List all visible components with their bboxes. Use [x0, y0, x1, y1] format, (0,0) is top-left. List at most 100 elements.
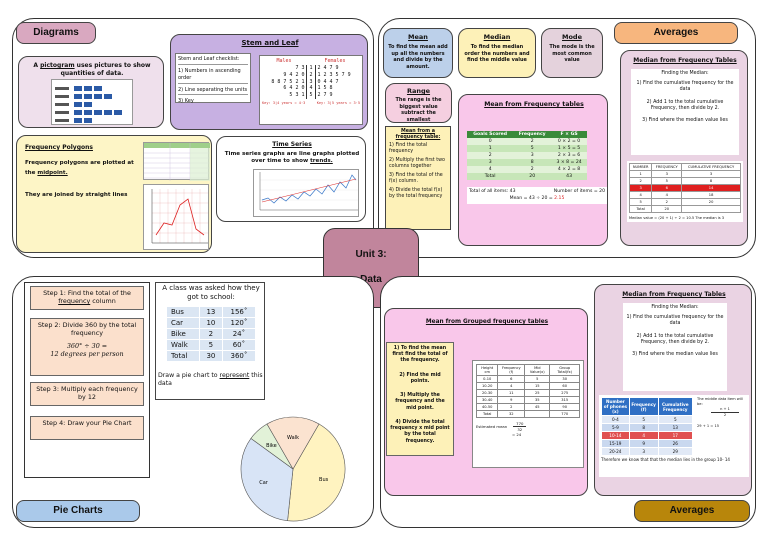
table-cell [524, 410, 551, 418]
frequency-table-thumb [144, 143, 210, 181]
table-cell: 2 [513, 166, 552, 173]
column-header: Frequency (f) [628, 397, 659, 416]
table-cell: 5 [198, 339, 223, 351]
total-goals: Total of all items: 43 [469, 189, 516, 194]
est-numerator: 770 [513, 421, 527, 427]
table-cell: 4 × 2 = 8 [551, 166, 587, 173]
checklist-title: Stem and Leaf checklist: [178, 56, 248, 65]
step-item: 3) Find the total of the f(x) column. [389, 172, 443, 184]
table-cell: 5 [628, 415, 659, 424]
median-step: 1) Find the cumulative frequency for the… [636, 81, 734, 93]
frequency-polygon-text-2: They are joined by straight lines [25, 192, 128, 198]
frequency-polygon-title: Frequency Polygons [25, 144, 93, 151]
column-header: Mid Value(x) [524, 364, 551, 376]
pie-question: A class was asked how they got to school… [162, 284, 260, 301]
table-cell: 3 [651, 170, 683, 178]
median-bottom-title: Median from Frequency Tables [622, 291, 726, 298]
median-bottom-table-box: Number of phones (x)Frequency (f)Cumulat… [599, 395, 749, 477]
table-cell: 0-10 [475, 375, 499, 383]
table-cell: 275 [549, 389, 580, 397]
mean-frequency-title: Mean from Frequency tables [484, 101, 584, 108]
table-cell: 4 [651, 191, 683, 199]
stem-leaf-labels: Males Females [260, 58, 362, 64]
table-cell: 20 [513, 173, 552, 180]
steps-title: Mean from a frequency table: [395, 129, 441, 140]
estimated-mean: Estimated mean 770 32 [476, 421, 580, 432]
pictogram-image [51, 79, 133, 125]
table-cell: 13 [657, 423, 694, 432]
table-cell: 18 [681, 191, 741, 199]
table-cell: 8 [681, 177, 741, 185]
pie-step-4: Step 4: Draw your Pie Chart [30, 416, 144, 440]
table-cell: 5 [657, 415, 694, 424]
table-cell: Total [467, 173, 514, 180]
time-series-graph [253, 169, 359, 217]
car-icons [55, 86, 122, 123]
table-cell: 120˚ [221, 317, 257, 329]
column-header: NUMBER [628, 163, 653, 171]
frequency-polygon-card: Frequency Polygons Frequency polygons ar… [16, 135, 212, 253]
median-step: 2) Add 1 to the total cumulative Frequen… [646, 99, 724, 111]
pictogram-text: A pictogram uses pictures to show quanti… [33, 62, 151, 77]
step-2-text: Step 2: Divide 360 by the total frequenc… [37, 321, 137, 338]
pie-slice-car [240, 438, 294, 522]
checklist-item: 2) Line separating the units [178, 87, 248, 95]
table-cell: 11 [497, 389, 526, 397]
checklist-item: 1) Numbers in ascending order [178, 68, 248, 84]
table-cell [681, 205, 741, 213]
pie-slice-walk [266, 416, 320, 470]
averages-top-header: Averages [614, 22, 738, 44]
table-cell: Total [166, 350, 200, 362]
table-cell: 13 [198, 306, 223, 318]
frequency-polygon-text: Frequency polygons are plotted at the mi… [25, 160, 134, 177]
median-step: Finding the Median: [661, 71, 709, 76]
table-cell: 43 [551, 173, 587, 180]
pie-step-2: Step 2: Divide 360 by the total frequenc… [30, 318, 144, 376]
table-cell: 32 [497, 410, 526, 418]
mode-text: The mode is the most common value [549, 44, 595, 63]
table-cell: Total [475, 410, 499, 418]
column-header: Height cm [475, 364, 499, 376]
estimated-label: Estimated mean [476, 424, 508, 429]
median-step: 2) Add 1 to the total cumulative Frequen… [636, 333, 714, 345]
step-item: 1) Find the total frequency [389, 142, 428, 154]
time-series-plot [259, 172, 358, 211]
mode-title: Mode [562, 33, 582, 41]
side-calc-numerator: n + 1 [711, 407, 739, 414]
frequency-polygon-plot [151, 189, 208, 244]
table-cell: 0 [467, 138, 514, 145]
range-card: Range The range is the biggest value sub… [385, 83, 452, 123]
table-cell: 20-30 [475, 389, 499, 397]
time-series-card: Time Series Time series graphs are line … [216, 136, 366, 222]
table-cell: 30 [549, 375, 580, 383]
table-cell: 1 × 5 = 5 [551, 145, 587, 152]
median-bottom-footer: Therefore we know that that the median l… [601, 457, 730, 462]
table-cell: 2 [628, 177, 653, 185]
side-calc-denominator: 2 [723, 413, 727, 418]
median-bottom-table: Number of phones (x)Frequency (f)Cumulat… [601, 397, 694, 456]
